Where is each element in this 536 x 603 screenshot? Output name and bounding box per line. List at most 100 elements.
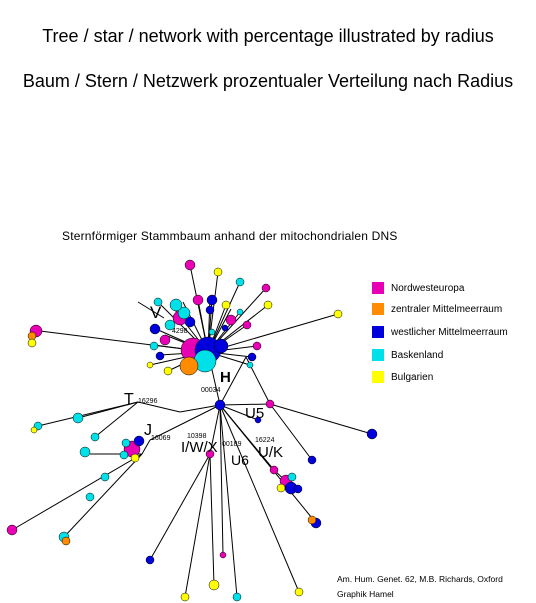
- legend-swatch: [372, 282, 384, 294]
- haplotype-node: [205, 449, 215, 459]
- legend-swatch: [372, 303, 384, 315]
- haplotype-node: [100, 472, 110, 482]
- haplotype-node: [192, 294, 204, 306]
- haplotype-node: [333, 309, 343, 319]
- label-j: J: [144, 422, 152, 439]
- haplotype-node: [263, 300, 273, 310]
- label-v: V: [150, 303, 162, 322]
- code-j: 16069: [151, 435, 171, 442]
- network-edge: [219, 404, 259, 421]
- haplotype-node: [159, 334, 171, 346]
- network-edge: [219, 403, 271, 406]
- haplotype-node: [164, 319, 176, 331]
- haplotype-node: [205, 305, 215, 315]
- haplotype-node: [236, 308, 244, 316]
- title-german: Baum / Stern / Netzwerk prozentualer Ver…: [22, 71, 514, 91]
- network-edge: [149, 453, 211, 561]
- network-edge: [269, 403, 313, 461]
- legend-label: Nordwesteuropa: [391, 283, 465, 294]
- label-iwx: I/W/X: [181, 439, 218, 456]
- network-edges: [11, 264, 373, 598]
- legend-swatch: [372, 349, 384, 361]
- code-center: 00189: [222, 441, 242, 448]
- network-edge: [37, 401, 139, 427]
- network-edge: [179, 404, 221, 413]
- haplotype-node: [180, 592, 190, 602]
- haplotype-node: [219, 551, 227, 559]
- network-edge: [137, 301, 165, 319]
- haplotype-node: [79, 446, 91, 458]
- label-h: H: [220, 369, 231, 386]
- network-edge: [31, 329, 209, 353]
- haplotype-node: [85, 492, 95, 502]
- code-h: 00034: [201, 387, 221, 394]
- haplotype-node: [184, 259, 196, 271]
- haplotype-node: [307, 515, 317, 525]
- haplotype-node: [276, 483, 286, 493]
- haplotype-node: [254, 416, 262, 424]
- haplotype-node: [153, 297, 163, 307]
- network-edge: [184, 453, 211, 598]
- haplotype-node: [265, 399, 275, 409]
- haplotype-node: [246, 361, 254, 369]
- title-english: Tree / star / network with percentage il…: [42, 26, 494, 46]
- haplotype-node: [149, 323, 161, 335]
- network-edge: [11, 453, 143, 531]
- haplotype-node: [145, 555, 155, 565]
- haplotype-node: [261, 283, 271, 293]
- network-edge: [219, 404, 317, 524]
- haplotype-node: [163, 366, 173, 376]
- label-u6: U6: [231, 452, 249, 468]
- haplotype-node: [221, 300, 231, 310]
- haplotype-node: [214, 399, 226, 411]
- legend-swatch: [372, 326, 384, 338]
- diagram-title: Sternförmiger Stammbaum anhand der mitoc…: [62, 229, 398, 243]
- network-edge: [94, 401, 139, 438]
- network-edge: [219, 404, 238, 598]
- network-nodes: [6, 259, 378, 602]
- haplotype-node: [269, 465, 279, 475]
- code-k: 16224: [255, 437, 275, 444]
- haplotype-node: [221, 324, 229, 332]
- haplotype-node: [287, 472, 297, 482]
- network-edge: [207, 313, 339, 353]
- haplotype-node: [30, 426, 38, 434]
- legend-label: Baskenland: [391, 350, 444, 361]
- network-edge: [209, 453, 215, 586]
- label-uk: U/K: [258, 444, 283, 461]
- legend-label: westlicher Mittelmeerraum: [391, 327, 508, 338]
- haplotype-node: [146, 361, 154, 369]
- credit-graphics: Graphik Hamel: [337, 589, 394, 599]
- haplotype-node: [90, 432, 100, 442]
- code-v: 4298: [172, 328, 188, 335]
- haplotype-node: [130, 453, 140, 463]
- haplotype-node: [242, 320, 252, 330]
- haplotype-node: [252, 341, 262, 351]
- credit-source: Am. Hum. Genet. 62, M.B. Richards, Oxfor…: [337, 574, 503, 584]
- haplotype-node: [121, 438, 131, 448]
- code-t: 16296: [138, 398, 158, 405]
- legend-label: zentraler Mittelmeerraum: [391, 304, 503, 315]
- network-edge: [219, 356, 247, 406]
- haplotype-node: [213, 338, 229, 354]
- haplotype-node: [232, 592, 242, 602]
- haplotype-node: [155, 351, 165, 361]
- network-edge: [219, 404, 300, 593]
- haplotype-node: [208, 579, 220, 591]
- label-t: T: [124, 391, 134, 408]
- haplotype-node: [307, 455, 317, 465]
- haplotype-node: [72, 412, 84, 424]
- haplotype-node: [235, 277, 245, 287]
- haplotype-node: [225, 314, 237, 326]
- network-edge: [63, 453, 143, 538]
- network-edge: [137, 401, 181, 413]
- legend-swatch: [372, 371, 384, 383]
- haplotype-node: [366, 428, 378, 440]
- network-edge: [219, 404, 224, 556]
- haplotype-node: [169, 298, 183, 312]
- haplotype-node: [177, 306, 191, 320]
- network-edge: [209, 404, 221, 455]
- haplotype-node: [119, 450, 129, 460]
- haplotype-node: [184, 316, 196, 328]
